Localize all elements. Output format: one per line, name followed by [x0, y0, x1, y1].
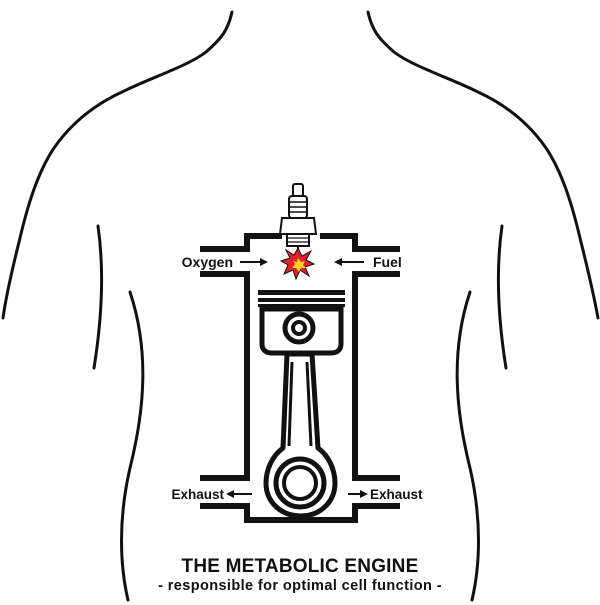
torso-left-contour — [1, 10, 234, 320]
spark-plug — [278, 183, 318, 252]
spark-plug-hex-nut — [278, 217, 318, 235]
crank-bearing-inner — [282, 465, 318, 501]
diagram-subtitle: - responsible for optimal cell function … — [158, 578, 442, 594]
exhaust-left-label: Exhaust — [171, 487, 224, 502]
right-waist-contour — [455, 290, 480, 602]
left-waist-contour — [120, 290, 145, 602]
torso-outline — [1, 10, 600, 602]
spark-burst-icon — [279, 246, 316, 281]
piston-ring-bottom — [258, 304, 345, 307]
connecting-rod-web — [287, 361, 313, 447]
wrist-pin-inner — [291, 320, 307, 336]
torso-right-contour — [366, 10, 600, 320]
piston-ring-middle — [258, 298, 345, 302]
piston-ring-top — [258, 290, 345, 295]
connecting-rod — [263, 351, 338, 519]
fuel-label: Fuel — [373, 254, 402, 270]
spark-plug-terminal — [292, 183, 304, 197]
flow-arrows — [226, 258, 368, 498]
cylinder-base — [200, 503, 400, 523]
cylinder-right-wall — [352, 271, 400, 481]
exhaust-right-label: Exhaust — [370, 487, 423, 502]
oxygen-label: Oxygen — [182, 254, 233, 270]
engine-cylinder — [200, 233, 400, 523]
spark-plug-thread — [286, 233, 310, 247]
cylinder-intake-bottom — [200, 271, 250, 481]
left-arm-inner-line — [92, 224, 103, 370]
diagram-title: THE METABOLIC ENGINE — [181, 556, 419, 577]
piston — [258, 290, 345, 356]
right-arm-inner-line — [497, 224, 508, 370]
cylinder-left-wall — [200, 233, 400, 252]
